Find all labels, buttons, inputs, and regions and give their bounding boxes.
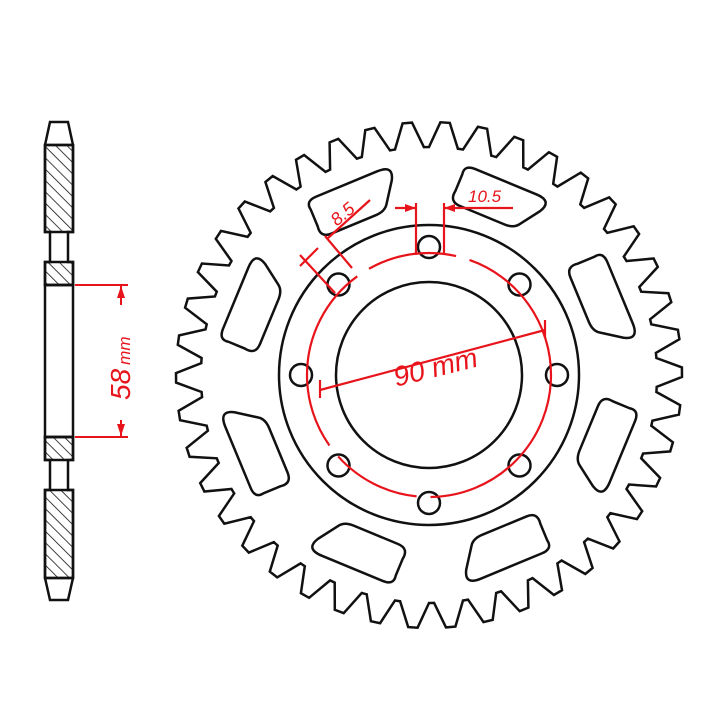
bore-circle: [334, 280, 524, 470]
bolt-hole: [507, 272, 532, 297]
lightening-slot: [222, 410, 291, 497]
hub-ring-outer: [277, 223, 581, 527]
lightening-slot: [576, 397, 638, 493]
front-dimensions: [299, 199, 553, 499]
lightening-slot: [464, 513, 551, 582]
front-view: [174, 120, 684, 630]
bore-dimension: [75, 284, 128, 438]
bolt-hole: [507, 453, 532, 478]
hole-gap-label: 10.5: [468, 187, 502, 206]
lightening-slot: [567, 253, 636, 340]
sprocket-teeth-outline: [174, 120, 684, 630]
lightening-slot: [311, 522, 407, 584]
bolt-hole: [416, 234, 442, 260]
pcd-label: 90 mm: [390, 342, 481, 393]
lightening-slot: [307, 168, 394, 237]
side-view: [43, 120, 75, 602]
bolt-hole: [544, 362, 570, 388]
bore-diameter-label: 58mm: [105, 337, 136, 400]
lightening-slot: [220, 257, 282, 353]
lightening-slot: [451, 166, 547, 228]
bolt-hole: [326, 453, 351, 478]
bolt-hole: [288, 362, 314, 388]
pcd-circle: [305, 251, 553, 499]
bolt-hole: [416, 490, 442, 516]
